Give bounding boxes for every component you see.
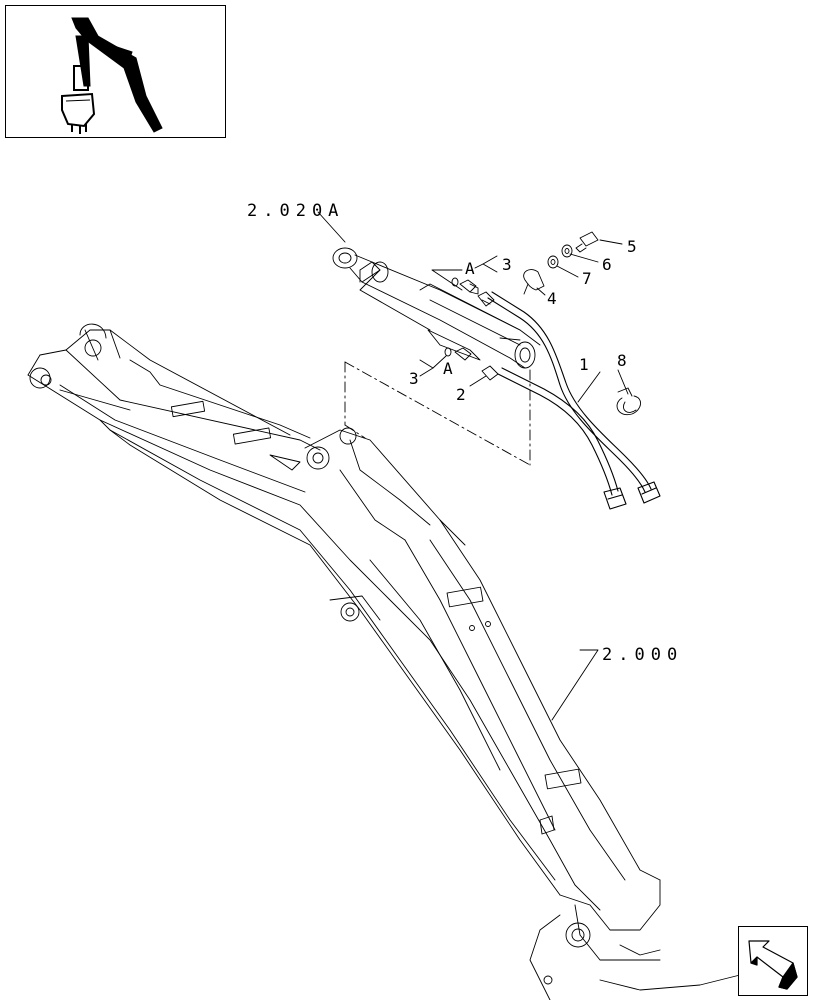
thumbnail-frame: [5, 5, 226, 138]
fitting-lower: [481, 365, 499, 381]
cylinder-reference-label: 2.020A: [247, 201, 345, 221]
fitting-upper: [477, 291, 495, 307]
hose-1: [487, 291, 661, 504]
return-arrow-icon: [748, 940, 798, 990]
callout-item-6: 6: [602, 255, 612, 274]
callout-detail-a-lower: A: [443, 359, 453, 378]
adapter-lower: [444, 347, 472, 361]
callout-item-3-upper: 3: [502, 255, 512, 274]
callout-item-1: 1: [579, 355, 589, 374]
callout-item-7: 7: [582, 269, 592, 288]
boom-outline: [27, 323, 741, 1000]
clamp-4: [523, 269, 545, 295]
callout-detail-a-upper: A: [465, 259, 475, 278]
callout-item-3-lower: 3: [409, 369, 419, 388]
cylinder-outline: [332, 247, 541, 369]
hose-2: [497, 367, 627, 510]
lockwasher-6: [561, 244, 573, 258]
washer-7: [547, 255, 559, 269]
boom-reference-label: 2.000: [602, 645, 684, 665]
leader-lines: [317, 211, 629, 721]
bolt-5: [575, 231, 599, 253]
callout-item-2: 2: [456, 385, 466, 404]
strap-8: [616, 387, 641, 416]
return-navigation-button[interactable]: [738, 926, 808, 996]
callout-item-4: 4: [547, 289, 557, 308]
mounting-leader: [344, 361, 531, 466]
adapter-upper: [451, 277, 479, 295]
excavator-arm-thumbnail-icon: [61, 17, 163, 134]
callout-item-8: 8: [617, 351, 627, 370]
callout-item-5: 5: [627, 237, 637, 256]
